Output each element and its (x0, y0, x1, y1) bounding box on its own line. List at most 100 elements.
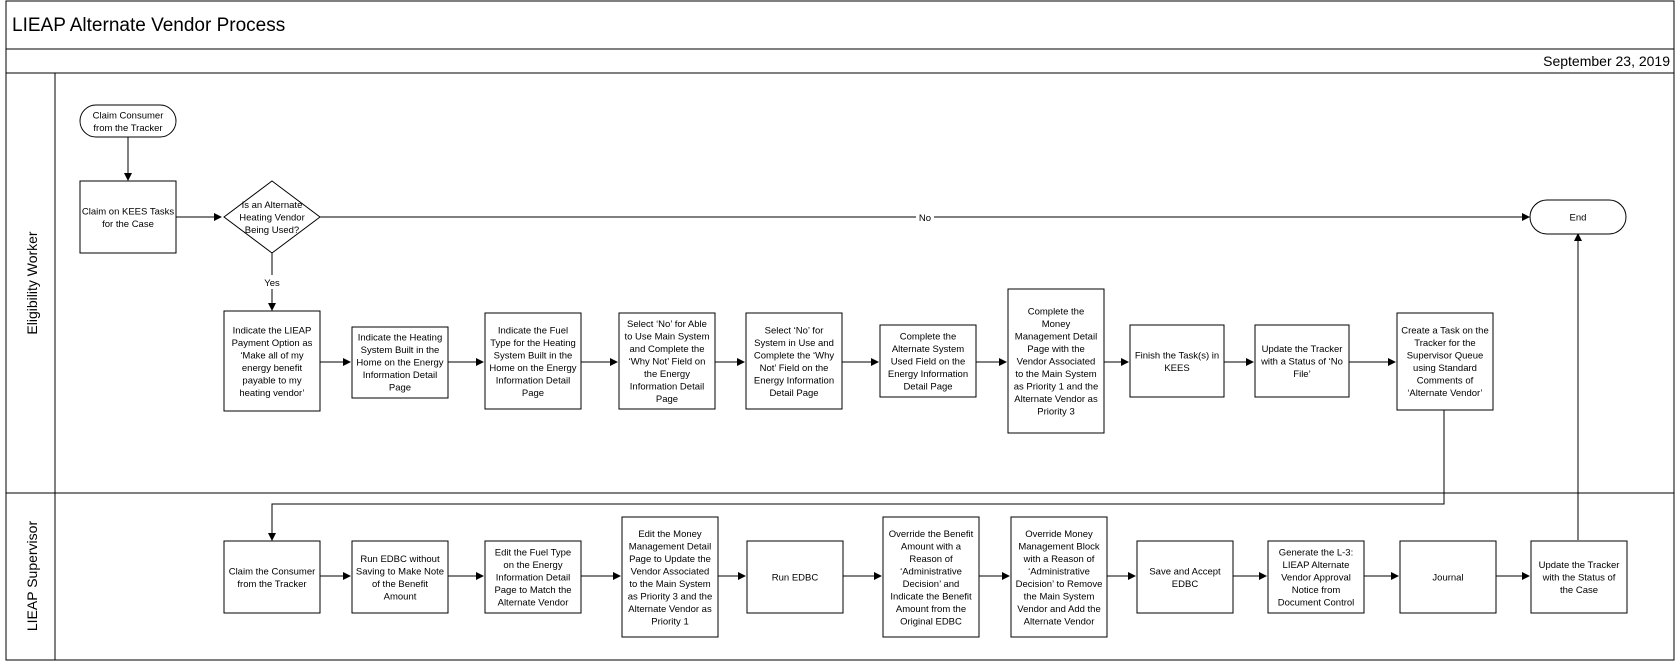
s6-label-line: Override the Benefit (889, 529, 974, 540)
w4-label-line: and Complete the (630, 344, 705, 355)
decision-label-line: Being Used? (245, 225, 299, 236)
s5-label-line: Run EDBC (772, 573, 819, 584)
w5-label-line: Energy Information (754, 375, 834, 386)
s9-box (1267, 540, 1365, 614)
w6-label-line: Complete the (900, 332, 957, 343)
w3-box (484, 312, 582, 410)
decision-label-line: Is an Alternate (242, 200, 303, 211)
s4-label-line: as Priority 3 and the (628, 591, 713, 602)
w2-box (351, 326, 449, 399)
claim_tasks-label-line: Claim on KEES Tasks (82, 206, 174, 217)
s1-box (223, 540, 321, 614)
s4-label-line: Vendor Associated (631, 566, 710, 577)
s9-label-line: Document Control (1278, 598, 1355, 609)
s11-label-line: the Case (1560, 585, 1598, 596)
w5-box (745, 312, 843, 410)
s2-label-line: Amount (384, 591, 417, 602)
end-terminator (1529, 199, 1627, 235)
w9-box (1254, 324, 1350, 398)
s8-label-line: Save and Accept (1149, 566, 1221, 577)
w7-label-line: as Priority 1 and the (1014, 382, 1099, 393)
w7-label-line: to the Main System (1015, 369, 1096, 380)
w9-label-line: with a Status of ‘No (1260, 357, 1343, 368)
s6-label-line: Amount from the (896, 604, 966, 615)
s5-box (746, 540, 844, 614)
s11-box (1530, 540, 1628, 614)
alternate-vendor-decision (223, 180, 321, 254)
decision-label-line: Heating Vendor (239, 213, 305, 224)
w2-label-line: Home on the Energy (356, 358, 443, 369)
w8-label: Finish the Task(s) in KEES (1135, 350, 1219, 374)
w1-box (223, 310, 321, 412)
s9-label-line: Vendor Approval (1281, 573, 1351, 584)
w3-label-line: Home on the Energy (489, 363, 576, 374)
end-label-line: End (1570, 213, 1587, 224)
s6-label-line: ‘Administrative (900, 566, 962, 577)
s1-label-line: from the Tracker (237, 579, 306, 590)
start-terminator (79, 104, 177, 138)
w6-label-line: Energy Information (888, 369, 968, 380)
s11-label-line: Update the Tracker (1539, 560, 1620, 571)
w8-box (1129, 324, 1225, 398)
w7-label-line: Priority 3 (1037, 407, 1074, 418)
w9-label-line: File’ (1293, 369, 1310, 380)
w4-label-line: Select ‘No’ for Able (627, 319, 707, 330)
w3-label-line: Information Detail (496, 375, 570, 386)
s4-label-line: Management Detail (629, 541, 711, 552)
s7-label-line: Management Block (1018, 541, 1100, 552)
claim-kees-tasks-box (79, 180, 177, 254)
w1-label-line: energy benefit (242, 363, 303, 374)
s7-label-line: Alternate Vendor (1024, 616, 1095, 627)
w6-label-line: Detail Page (903, 382, 952, 393)
s7-label-line: Decision’ to Remove (1016, 579, 1103, 590)
w5-label-line: System in Use and (754, 338, 834, 349)
s4-label-line: Edit the Money (638, 529, 702, 540)
s2-label-line: Saving to Make Note (356, 566, 444, 577)
w5-label-line: Select ‘No’ for (765, 325, 824, 336)
w1-label-line: Payment Option as (232, 338, 313, 349)
s10-label-line: Journal (1432, 573, 1463, 584)
diagram-date: September 23, 2019 (1543, 53, 1670, 69)
w1-label-line: Indicate the LIEAP (233, 325, 312, 336)
s2-box (351, 540, 449, 614)
w10-label-line: Comments of (1417, 375, 1474, 386)
s3-label-line: on the Energy (503, 560, 562, 571)
s3-label-line: Information Detail (496, 573, 570, 584)
w7-label-line: Money (1042, 319, 1071, 330)
s7-label-line: the Main System (1024, 591, 1095, 602)
s9-label-line: Generate the L-3: (1279, 548, 1353, 559)
w8-label-line: Finish the Task(s) in (1135, 350, 1219, 361)
lane-label-eligibility-worker: Eligibility Worker (24, 231, 40, 335)
s6-label-line: Decision’ and (903, 579, 960, 590)
w8-label-line: KEES (1164, 363, 1189, 374)
w2-label-line: Page (389, 383, 411, 394)
w10-box (1396, 312, 1494, 411)
w7-label-line: Management Detail (1015, 332, 1097, 343)
w9-label-line: Update the Tracker (1262, 344, 1343, 355)
s9-label-line: Notice from (1292, 585, 1341, 596)
w5-label-line: Complete the ‘Why (754, 350, 835, 361)
s3-label-line: Edit the Fuel Type (495, 548, 571, 559)
lane-label-lieap-supervisor: LIEAP Supervisor (24, 521, 40, 632)
edge-label-no: No (919, 213, 931, 224)
start-label-line: from the Tracker (93, 123, 162, 134)
w1-label-line: heating vendor’ (239, 388, 304, 399)
w7-box (1007, 288, 1105, 434)
s3-label-line: Page to Match the (494, 585, 571, 596)
s1-label-line: Claim the Consumer (229, 566, 316, 577)
s11-label-line: with the Status of (1542, 573, 1616, 584)
s7-label-line: Vendor and Add the (1017, 604, 1100, 615)
s4-label-line: to the Main System (629, 579, 710, 590)
s4-box (621, 516, 719, 638)
s3-label-line: Alternate Vendor (498, 598, 569, 609)
